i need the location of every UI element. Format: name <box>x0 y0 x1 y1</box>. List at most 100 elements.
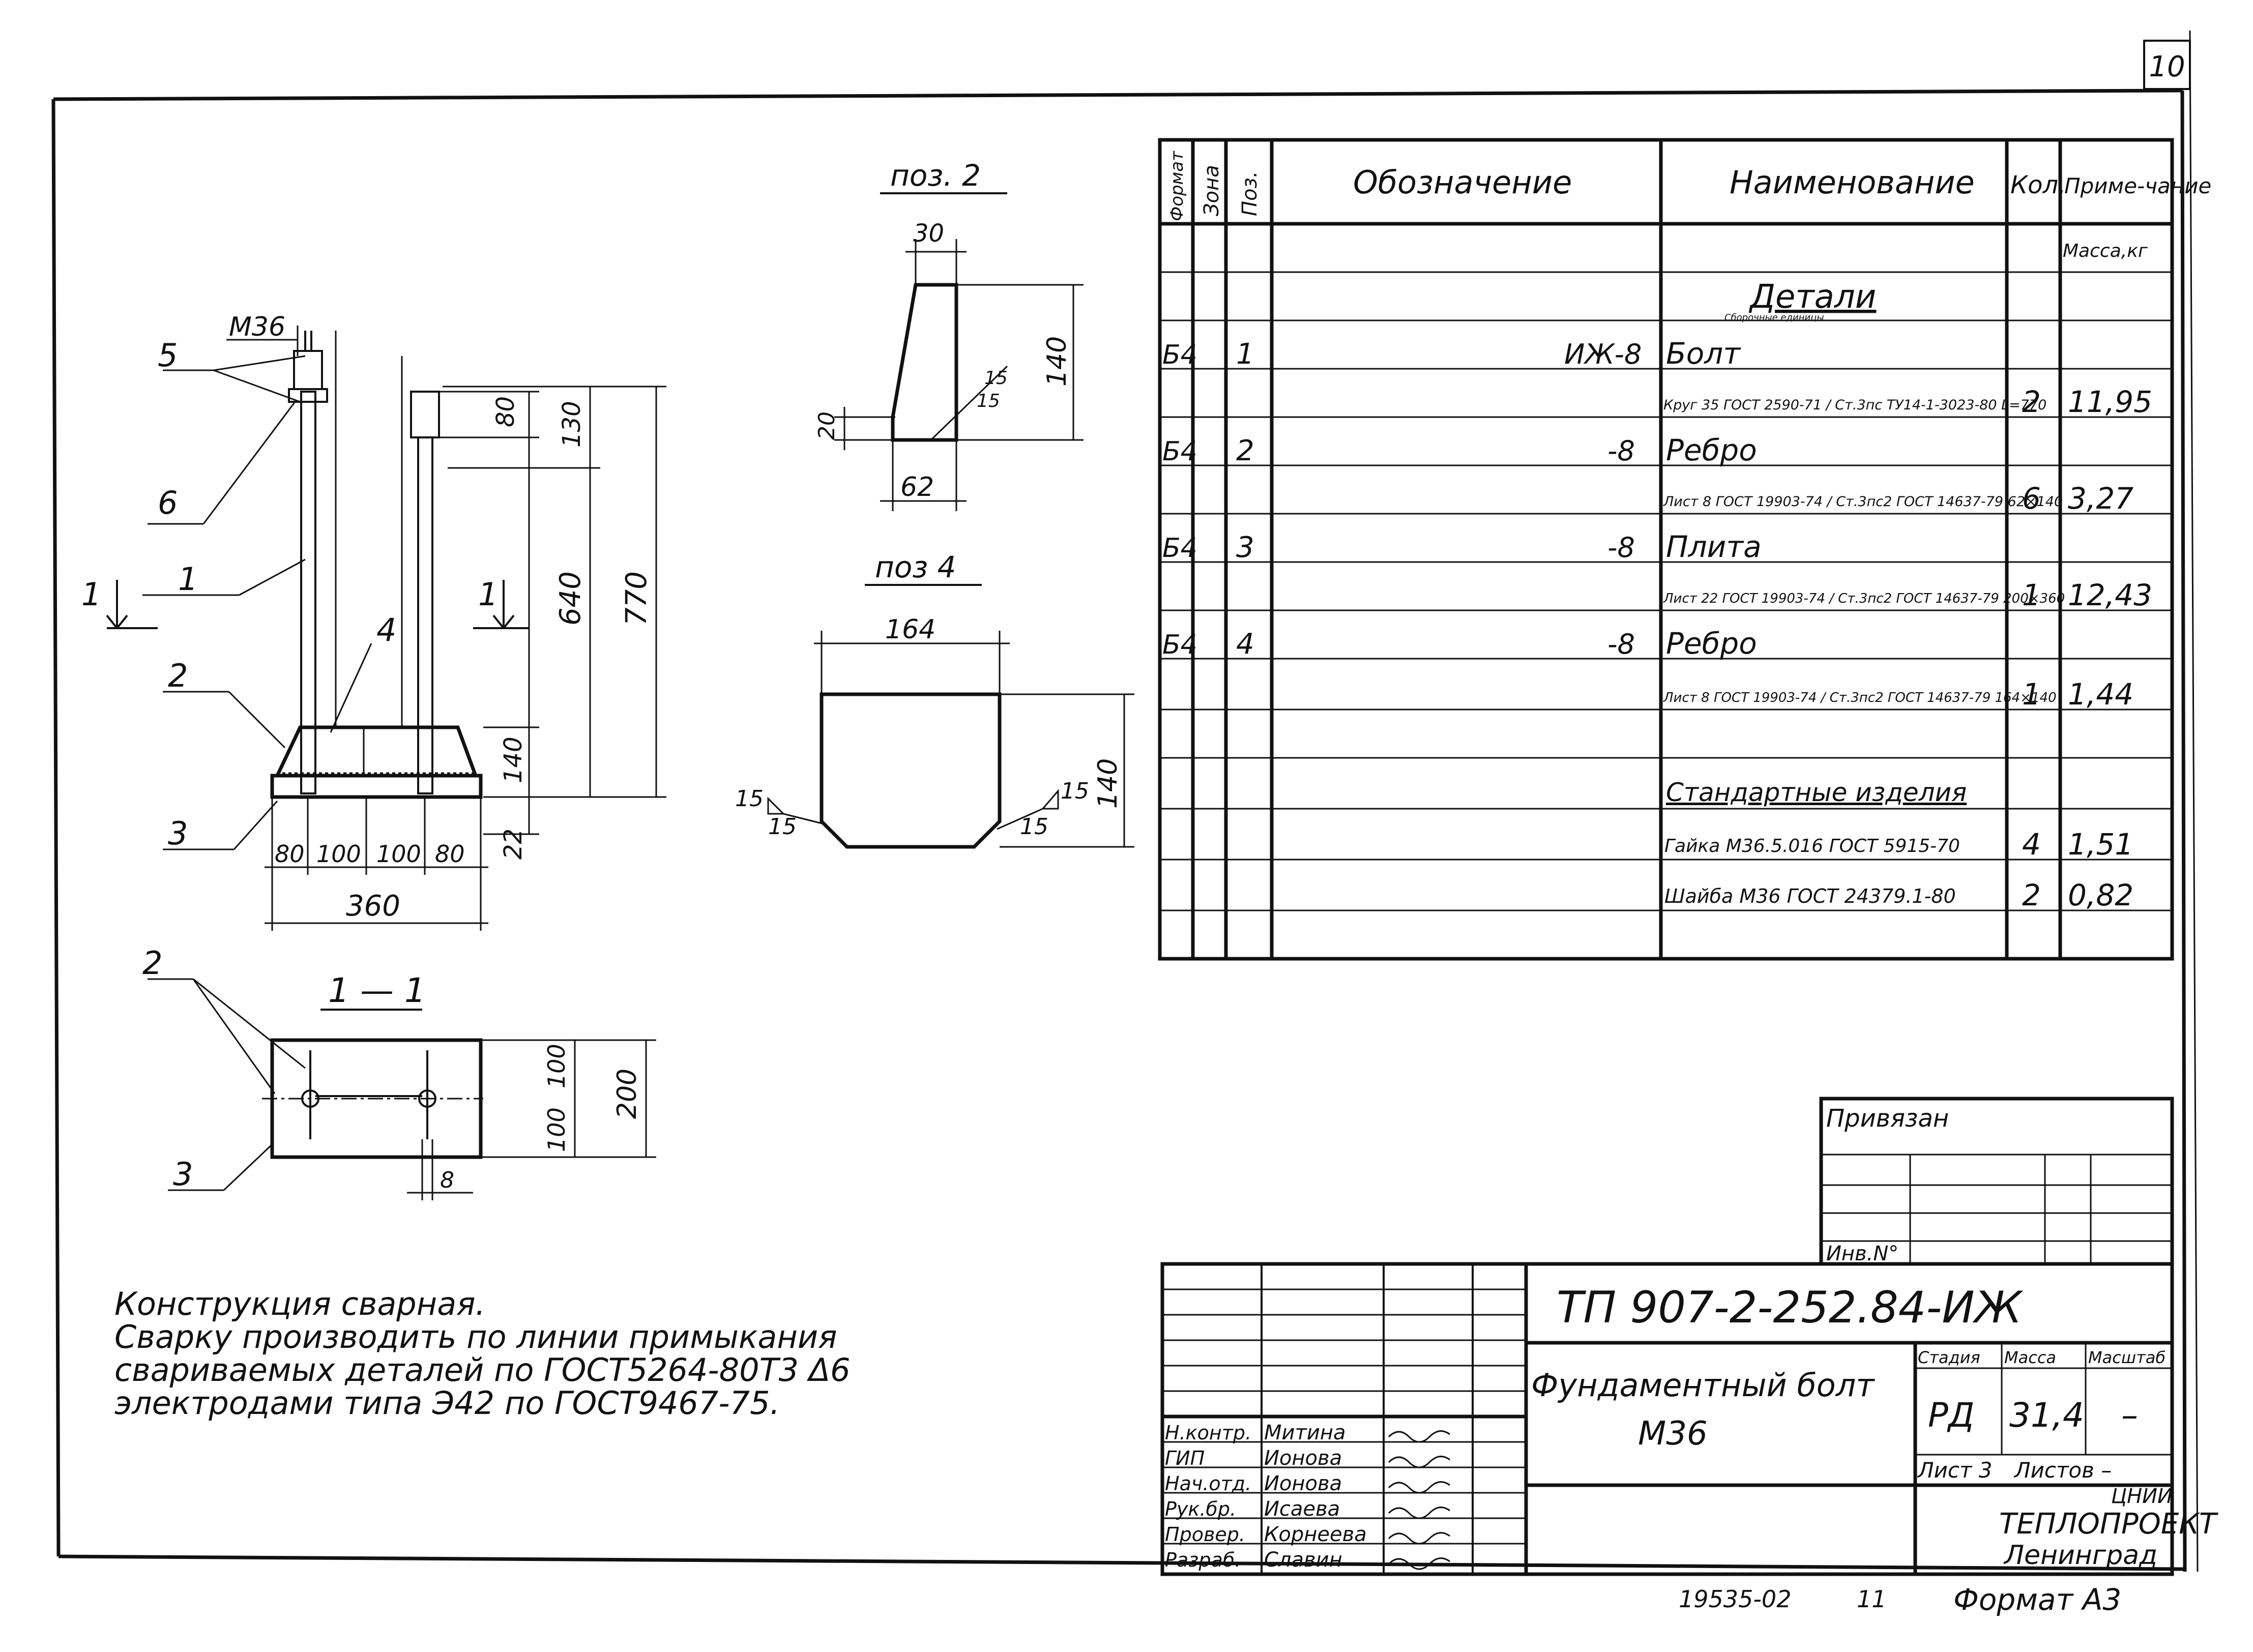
dim-22: 22 <box>499 829 528 860</box>
row1-format: Б4 <box>1162 340 1197 370</box>
row5-code: -8 <box>1607 532 1635 564</box>
row7-pos: 4 <box>1236 628 1254 661</box>
thread-label: M36 <box>229 312 285 342</box>
org-line3: Ленинград <box>2003 1540 2157 1571</box>
pos2-dim-140: 140 <box>1042 336 1072 387</box>
pos2-dim-15-a: 15 <box>984 368 1008 389</box>
pos2-title: поз. 2 <box>890 158 981 193</box>
org-line2: ТЕПЛОПРОЕКТ <box>1999 1508 2218 1541</box>
bolt-assembly-view: M36 5 6 1 4 2 3 1 1 <box>81 312 666 931</box>
sheet-label: Лист 3 <box>1917 1458 1993 1483</box>
row9-name: Гайка М36.5.016 ГОСТ 5915-70 <box>1664 836 1960 857</box>
section-dim-200: 200 <box>612 1069 642 1119</box>
mass-header: Масса <box>2004 1348 2056 1367</box>
note-line-1: Конструкция сварная. <box>114 1285 485 1322</box>
row7-code: -8 <box>1607 628 1635 660</box>
section-dim-100-bottom: 100 <box>543 1107 570 1152</box>
pos-label-6: 6 <box>158 484 178 521</box>
row5-name: Плита <box>1666 529 1762 564</box>
sheet-frame: 10 <box>51 30 2199 1572</box>
document-code: ТП 907-2-252.84-ИЖ <box>1557 1282 2024 1333</box>
row9-qty: 4 <box>2022 827 2041 862</box>
row10-note: 0,82 <box>2068 878 2133 912</box>
dim-130: 130 <box>558 401 586 448</box>
pos2-dim-30: 30 <box>913 219 944 248</box>
binding-box: Привязан Инв.N° <box>1819 1097 2174 1266</box>
note-line-4: электродами типа Э42 по ГОСТ9467-75. <box>114 1384 780 1422</box>
note-line-2: Сварку производить по линии примыкания <box>114 1318 837 1355</box>
section-dim-8: 8 <box>440 1167 454 1193</box>
left-anchor-rod <box>300 391 316 794</box>
rib-pos2 <box>274 725 479 778</box>
signatures <box>1388 1430 1450 1570</box>
staff-role-4: Рук.бр. <box>1165 1498 1236 1520</box>
pos-label-2: 2 <box>168 657 188 694</box>
row4-qty: 6 <box>2022 481 2041 516</box>
row2-name: Круг 35 ГОСТ 2590-71 / Ст.3пс ТУ14-1-302… <box>1663 397 2046 413</box>
general-notes: Конструкция сварная. Сварку производить … <box>114 1285 851 1422</box>
header-qty: Кол. <box>2010 171 2066 199</box>
right-anchor-rod <box>417 436 433 794</box>
row5-pos: 3 <box>1236 531 1254 564</box>
object-name-line2: М36 <box>1638 1415 1708 1453</box>
row1-pos: 1 <box>1236 338 1254 371</box>
staff-name-1: Митина <box>1264 1421 1345 1444</box>
pos2-dim-20: 20 <box>814 411 840 440</box>
stage-header: Стадия <box>1918 1348 1980 1367</box>
row10-qty: 2 <box>2022 878 2041 912</box>
pos4-dim-15-a: 15 <box>735 786 764 812</box>
dim-770: 770 <box>620 571 653 626</box>
staff-role-6: Разраб. <box>1165 1549 1241 1571</box>
dim-base-100-b: 100 <box>376 840 421 868</box>
section-mark-left: 1 <box>81 576 101 613</box>
row3-pos: 2 <box>1236 434 1254 467</box>
row1-code: ИЖ-8 <box>1564 338 1642 370</box>
pos4-dim-15-c: 15 <box>1061 778 1089 804</box>
scale-header: Масштаб <box>2088 1348 2166 1367</box>
stage-value: РД <box>1928 1396 1974 1435</box>
dim-640: 640 <box>554 571 587 626</box>
scale-value: – <box>2121 1396 2138 1435</box>
section-dim-100-top: 100 <box>543 1044 570 1088</box>
sheets-label: Листов – <box>2013 1458 2112 1483</box>
header-format: Формат <box>1167 151 1187 221</box>
row2-qty: 2 <box>2022 385 2041 419</box>
pos4-dim-15-b: 15 <box>768 814 797 840</box>
staff-name-4: Исаева <box>1264 1497 1340 1521</box>
org-line1: ЦНИИ <box>2111 1485 2173 1508</box>
dim-base-100-a: 100 <box>316 840 361 868</box>
row2-note: 11,95 <box>2068 385 2152 419</box>
header-name: Наименование <box>1730 164 1975 201</box>
dim-base-80-right: 80 <box>435 840 465 868</box>
object-name-line1: Фундаментный болт <box>1531 1367 1875 1404</box>
section-pos-2: 2 <box>142 945 162 982</box>
pos-label-3: 3 <box>168 815 188 852</box>
staff-name-2: Ионова <box>1264 1447 1342 1470</box>
row10-name: Шайба М36 ГОСТ 24379.1-80 <box>1664 885 1956 907</box>
section-standard: Стандартные изделия <box>1666 778 1967 807</box>
header-pos: Поз. <box>1238 171 1262 216</box>
title-block: Н.контр. Митина ГИП Ионова Нач.отд. Ионо… <box>1160 1262 2218 1576</box>
right-nut <box>410 391 440 438</box>
row8-name: Лист 8 ГОСТ 19903-74 / Ст.3пс2 ГОСТ 1463… <box>1663 690 2057 705</box>
binding-title: Привязан <box>1826 1104 1949 1133</box>
staff-role-3: Нач.отд. <box>1165 1472 1251 1495</box>
pos2-view: поз. 2 30 140 20 15 15 62 <box>814 158 1084 511</box>
note-line-3: свариваемых деталей по ГОСТ5264-80Т3 Δ6 <box>114 1351 851 1389</box>
mass-value: 31,4 <box>2009 1396 2084 1435</box>
pos4-view: поз 4 164 140 15 15 15 15 <box>735 550 1134 849</box>
inventory-label: Инв.N° <box>1826 1242 1898 1265</box>
left-washer <box>288 388 328 403</box>
row4-name: Лист 8 ГОСТ 19903-74 / Ст.3пс2 ГОСТ 1463… <box>1663 494 2063 510</box>
pos4-rib-outline <box>820 692 1002 849</box>
pos2-dim-62: 62 <box>900 472 934 503</box>
header-note: Приме-чание <box>2064 173 2211 198</box>
staff-name-5: Корнеева <box>1264 1523 1367 1546</box>
row6-qty: 1 <box>2022 578 2041 612</box>
pos4-dim-140: 140 <box>1093 758 1123 809</box>
section-details: Детали <box>1748 278 1876 316</box>
pos-label-1: 1 <box>178 560 198 598</box>
sheet-footer: 19535-02 11 Формат А3 <box>1679 1582 2121 1617</box>
specification-table: Формат Зона Поз. Обозначение Наименовани… <box>1158 138 2211 961</box>
